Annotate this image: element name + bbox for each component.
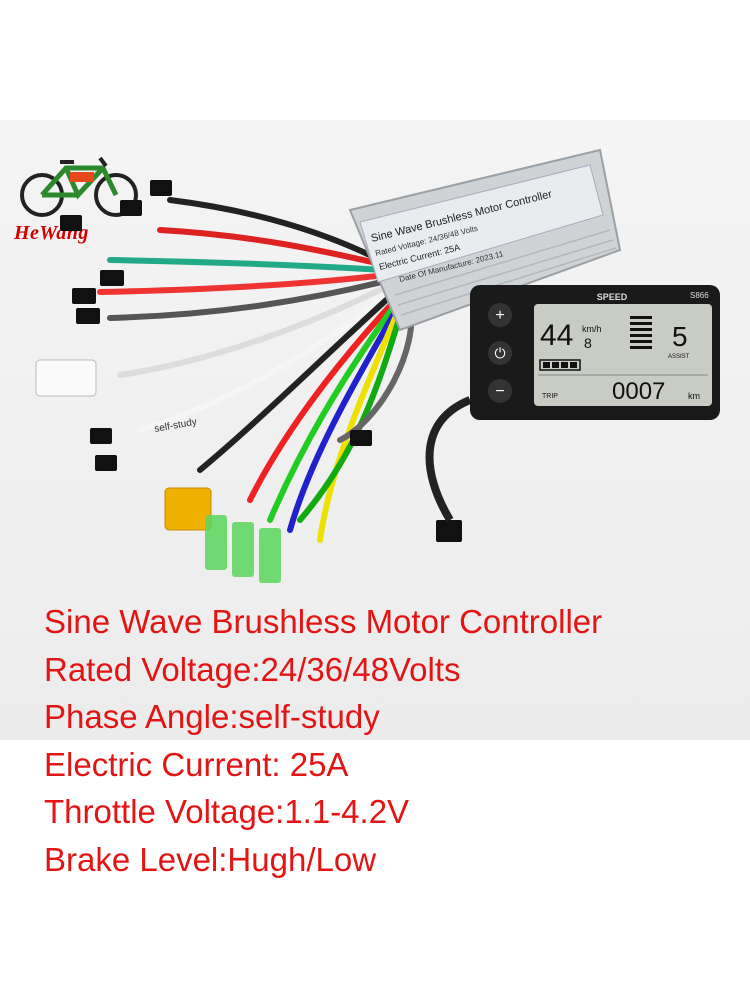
power-icon: ⏻ [494,345,505,361]
assist-bars [630,316,652,349]
spec-brake-level: Brake Level:Hugh/Low [44,840,377,878]
battery-indicator [539,359,581,371]
bike-logo-icon [20,156,138,217]
white-connector [35,359,97,397]
minus-button[interactable] [488,379,512,403]
spec-phase-angle: Phase Angle:self-study [44,698,380,735]
spec-rated-voltage: Rated Voltage:24/36/48Volts [44,650,461,688]
sub-digit: 8 [584,335,592,351]
plus-button[interactable] [488,303,512,327]
spec-list: Sine Wave Brushless Motor Controller Rat… [44,598,734,883]
trip-label: TRIP [542,393,558,400]
controller-box: Sine Wave Brushless Motor Controller Rat… [348,148,622,332]
self-study-tag: self-study [154,417,198,435]
speed-label: SPEED [597,292,628,302]
trip-value: 0007 [612,378,665,405]
speed-unit: km/h [582,324,602,334]
speed-value: 44 [540,319,573,352]
assist-label: ASSIST [668,354,690,360]
spec-title: Sine Wave Brushless Motor Controller [44,603,603,640]
wire-harness [97,197,415,543]
phase-terminals [205,515,281,583]
lcd-screen [534,304,712,406]
xt60-connector [164,487,212,531]
spec-electric-current: Electric Current: 25A [44,745,349,783]
plus-icon: + [495,307,504,324]
minus-icon: − [495,383,504,400]
controller-kit-illustration: Sine Wave Brushless Motor Controller Rat… [35,148,720,583]
power-button[interactable] [488,341,512,365]
trip-unit: km [688,391,700,401]
connectors [60,180,462,542]
model-label: S866 [690,291,709,300]
spec-throttle-voltage: Throttle Voltage:1.1-4.2V [44,793,410,830]
lcd-display-unit: + ⏻ − SPEED S866 44 km/h 8 5 ASSIST [470,285,720,420]
display-cable [425,396,472,523]
assist-level: 5 [672,321,688,352]
